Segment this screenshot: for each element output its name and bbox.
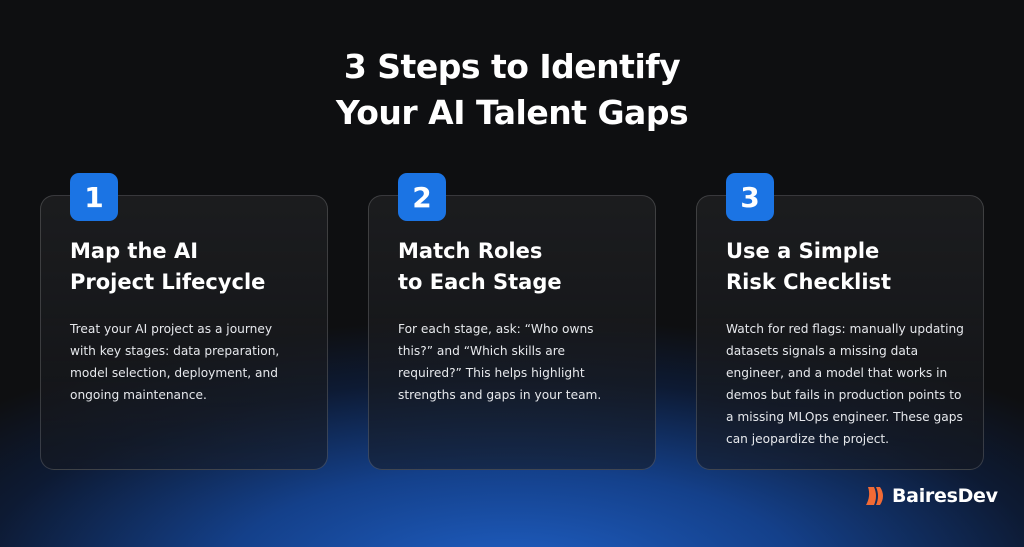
- bairesdev-logo: BairesDev: [866, 485, 998, 507]
- desc-line: model selection, deployment, and: [70, 366, 278, 380]
- title-line: Your AI Talent Gaps: [335, 93, 689, 132]
- desc-line: can jeopardize the project.: [726, 432, 890, 446]
- desc-line: ongoing maintenance.: [70, 388, 207, 402]
- desc-line: demos but fails in production points to: [726, 388, 962, 402]
- heading-line: Use a Simple: [726, 239, 880, 263]
- page-title: 3 Steps to Identify Your AI Talent Gaps: [0, 44, 1024, 136]
- step-description: Treat your AI project as a journey with …: [70, 318, 279, 406]
- step-card-3: 3 Use a Simple Risk Checklist Watch for …: [696, 173, 984, 470]
- step-heading: Match Roles to Each Stage: [398, 236, 562, 298]
- title-line: 3 Steps to Identify: [343, 47, 681, 86]
- step-description: Watch for red flags: manually updating d…: [726, 318, 964, 450]
- heading-line: Map the AI: [70, 239, 199, 263]
- desc-line: engineer, and a model that works in: [726, 366, 948, 380]
- step-description: For each stage, ask: “Who owns this?” an…: [398, 318, 601, 406]
- step-heading: Use a Simple Risk Checklist: [726, 236, 891, 298]
- desc-line: Treat your AI project as a journey: [70, 322, 273, 336]
- heading-line: to Each Stage: [398, 270, 562, 294]
- desc-line: with key stages: data preparation,: [70, 344, 280, 358]
- desc-line: required?” This helps highlight: [398, 366, 585, 380]
- desc-line: datasets signals a missing data: [726, 344, 919, 358]
- step-card-2: 2 Match Roles to Each Stage For each sta…: [368, 173, 656, 470]
- logo-text: BairesDev: [892, 485, 998, 507]
- desc-line: Watch for red flags: manually updating: [726, 322, 964, 336]
- desc-line: strengths and gaps in your team.: [398, 388, 602, 402]
- heading-line: Project Lifecycle: [70, 270, 266, 294]
- bairesdev-logo-icon: [866, 487, 883, 505]
- step-number-badge: 2: [398, 173, 446, 221]
- heading-line: Risk Checklist: [726, 270, 892, 294]
- heading-line: Match Roles: [398, 239, 543, 263]
- step-card-1: 1 Map the AI Project Lifecycle Treat you…: [40, 173, 328, 470]
- step-number-badge: 3: [726, 173, 774, 221]
- desc-line: this?” and “Which skills are: [398, 344, 565, 358]
- step-number-badge: 1: [70, 173, 118, 221]
- desc-line: For each stage, ask: “Who owns: [398, 322, 594, 336]
- desc-line: a missing MLOps engineer. These gaps: [726, 410, 963, 424]
- step-heading: Map the AI Project Lifecycle: [70, 236, 265, 298]
